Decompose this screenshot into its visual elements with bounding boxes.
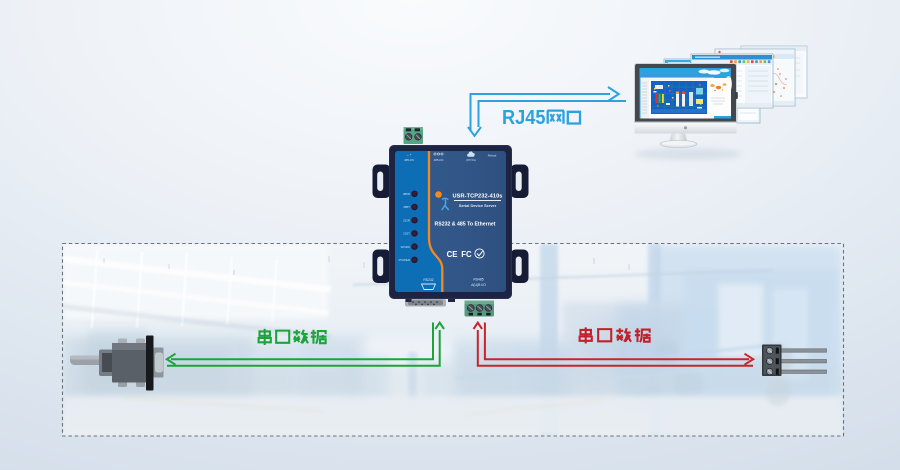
svg-text:485-I/O: 485-I/O bbox=[404, 158, 414, 162]
svg-text:Serial Device Server: Serial Device Server bbox=[459, 203, 497, 208]
svg-text:RS232: RS232 bbox=[423, 278, 433, 282]
svg-text:CE: CE bbox=[447, 250, 458, 259]
svg-text:RS232 & 485 To Ethernet: RS232 & 485 To Ethernet bbox=[435, 222, 496, 228]
svg-text:FC: FC bbox=[461, 250, 472, 259]
svg-text:A(U)B I/O: A(U)B I/O bbox=[471, 283, 486, 287]
svg-text:Reload: Reload bbox=[488, 154, 497, 158]
svg-text:485T: 485T bbox=[403, 205, 410, 209]
svg-text:485R: 485R bbox=[403, 192, 411, 196]
svg-text:WORK: WORK bbox=[401, 245, 410, 249]
svg-text:RJ45: RJ45 bbox=[502, 107, 546, 129]
svg-text:485-I/O: 485-I/O bbox=[434, 158, 444, 162]
svg-text:232T: 232T bbox=[403, 232, 410, 236]
svg-text:– +: – + bbox=[406, 153, 411, 157]
svg-text:POWER: POWER bbox=[399, 258, 411, 262]
svg-text:RS485: RS485 bbox=[473, 278, 483, 282]
svg-text:(P/P4G): (P/P4G) bbox=[466, 158, 476, 162]
svg-text:USR-TCP232-410s: USR-TCP232-410s bbox=[453, 194, 503, 200]
svg-text:232R: 232R bbox=[403, 218, 411, 222]
